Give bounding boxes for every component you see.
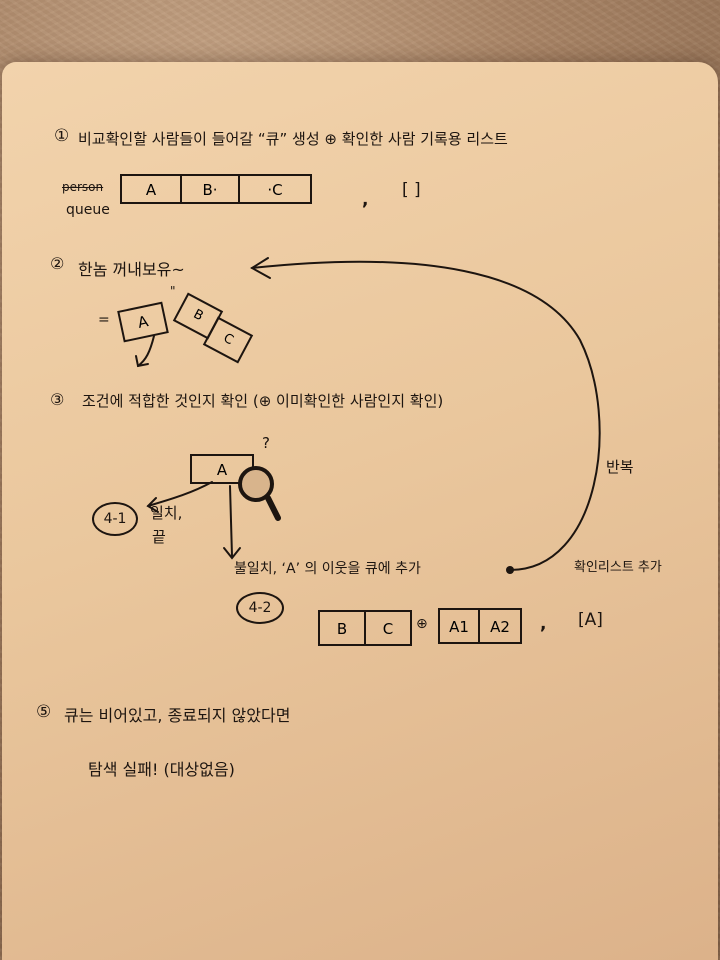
repeat-arrowhead bbox=[250, 257, 271, 279]
step4-1-line2: 끝 bbox=[152, 528, 166, 546]
step4-1-number: 4-1 bbox=[92, 502, 138, 536]
result-cell-a2: A2 bbox=[478, 608, 522, 644]
visited-list: [A] bbox=[578, 610, 603, 630]
match-arrow bbox=[147, 481, 213, 507]
result-cell-c: C bbox=[364, 610, 412, 646]
step1-number: ① bbox=[54, 126, 70, 146]
step5-line1: 큐는 비어있고, 종료되지 않았다면 bbox=[64, 706, 291, 725]
repeat-arc bbox=[251, 260, 601, 571]
equals-sign: = bbox=[98, 312, 110, 328]
step4-2-number: 4-2 bbox=[236, 592, 284, 624]
plus-symbol: ⊕ bbox=[416, 616, 428, 632]
step2-number: ② bbox=[50, 254, 65, 273]
step1-text: 비교확인할 사람들이 들어갈 “큐” 생성 ⊕ 확인한 사람 기록용 리스트 bbox=[78, 130, 508, 148]
check-list-add: 확인리스트 추가 bbox=[574, 560, 662, 575]
step5-number: ⑤ bbox=[36, 702, 52, 722]
mismatch-arrow bbox=[229, 485, 233, 557]
step2-text: 한놈 꺼내보유~ bbox=[78, 260, 185, 279]
dequeue-arrowhead bbox=[135, 355, 149, 368]
result-comma: , bbox=[540, 614, 547, 634]
queue-label: queue bbox=[66, 202, 110, 218]
step3-number: ③ bbox=[50, 390, 65, 409]
step1-comma: , bbox=[362, 190, 369, 210]
question-mark: ? bbox=[262, 434, 270, 452]
queue-cell-c: ·C bbox=[238, 174, 312, 204]
step3-text: 조건에 적합한 것인지 확인 (⊕ 이미확인한 사람인지 확인) bbox=[82, 392, 444, 410]
step4-2-text: 불일치, ‘A’ 의 이웃을 큐에 추가 bbox=[234, 561, 421, 577]
step5-line2: 탐색 실패! (대상없음) bbox=[88, 760, 235, 779]
repeat-label: 반복 bbox=[606, 458, 634, 476]
empty-list: [ ] bbox=[402, 180, 421, 200]
step4-1-line1: 일치, bbox=[150, 504, 183, 522]
ink-dot bbox=[506, 566, 514, 574]
dequeue-arrow bbox=[137, 335, 155, 367]
match-arrowhead bbox=[146, 497, 159, 513]
magnifier-icon bbox=[238, 466, 281, 521]
crossed-word: person bbox=[62, 180, 104, 194]
mismatch-arrowhead bbox=[223, 547, 241, 560]
notebook-page: ① 비교확인할 사람들이 들어갈 “큐” 생성 ⊕ 확인한 사람 기록용 리스트… bbox=[2, 62, 718, 960]
quote-mark: " bbox=[170, 284, 176, 298]
